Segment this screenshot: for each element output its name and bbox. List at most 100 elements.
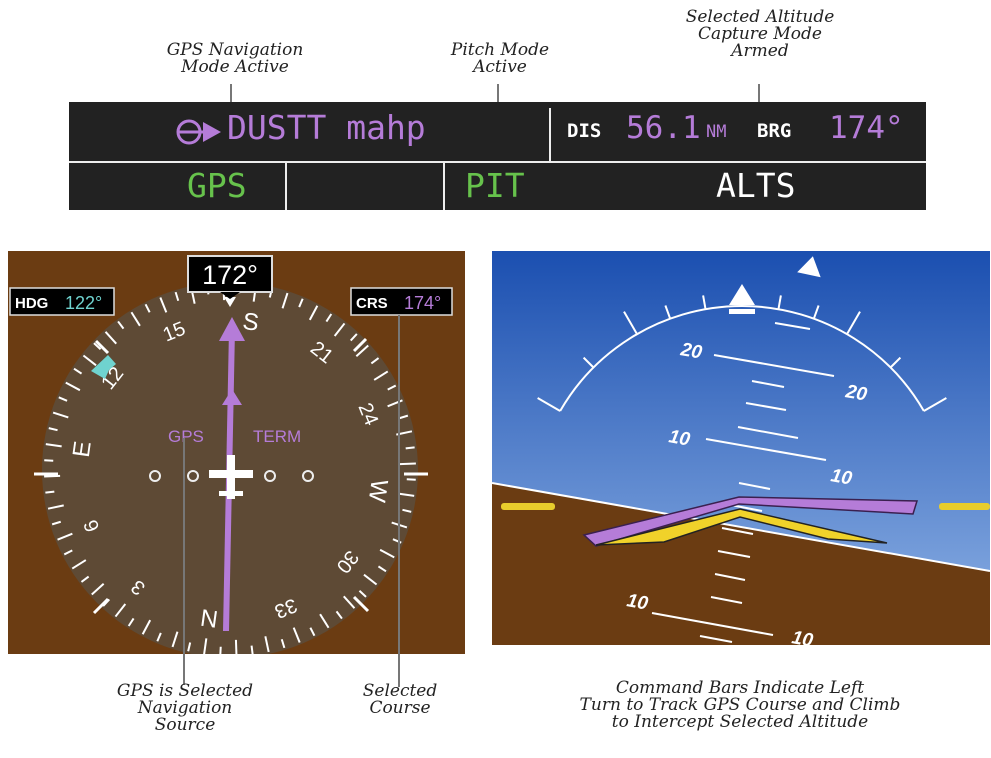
compass-tick xyxy=(45,443,62,448)
status-bar-divider xyxy=(69,161,926,163)
cdi-dot xyxy=(187,470,199,482)
dis-label: DIS xyxy=(567,120,602,142)
compass-tick xyxy=(281,292,289,309)
hdg-label: HDG xyxy=(15,295,48,312)
compass-label: N xyxy=(199,603,220,632)
aircraft-symbol-icon xyxy=(595,508,888,546)
compass-label: E xyxy=(68,439,97,459)
command-bars xyxy=(582,496,919,547)
compass-label: W xyxy=(363,478,393,505)
compass-tick xyxy=(377,565,387,573)
active-waypoint: DUSTT mahp xyxy=(227,108,426,147)
lateral-mode-annunciation: GPS xyxy=(187,166,247,205)
compass-tick xyxy=(174,291,180,302)
compass-tick xyxy=(130,311,141,327)
roll-tick xyxy=(923,397,947,412)
pitch-label: 20 xyxy=(678,339,704,364)
pitch-ladder-line xyxy=(714,573,746,581)
compass-tick xyxy=(335,610,343,620)
callout-gps-nav-mode: GPS Navigation Mode Active xyxy=(166,40,304,77)
pitch-ladder-line xyxy=(710,596,743,604)
status-bar-divider xyxy=(285,163,287,210)
compass-tick xyxy=(373,370,389,381)
compass-tick xyxy=(298,298,304,308)
compass-tick xyxy=(47,504,64,510)
lubber-line-lr xyxy=(352,595,370,613)
compass-tick xyxy=(370,357,380,365)
compass-tick xyxy=(58,396,68,402)
roll-tick xyxy=(846,311,861,335)
aircraft-symbol-icon xyxy=(209,455,253,499)
compass-tick xyxy=(333,322,346,337)
compass-tick xyxy=(319,613,330,629)
callout-pitch-mode: Pitch Mode Active xyxy=(450,40,550,77)
compass-tick xyxy=(52,411,69,419)
compass-tick xyxy=(114,603,127,618)
compass-tick xyxy=(398,492,415,497)
compass-tick xyxy=(203,638,208,654)
pitch-label: 10 xyxy=(667,426,692,450)
compass-tick xyxy=(156,632,162,642)
compass-tick xyxy=(399,462,416,466)
roll-tick xyxy=(582,356,595,369)
compass-tick xyxy=(402,508,412,513)
hdg-box xyxy=(9,287,115,316)
sky-pointer-base xyxy=(729,309,755,314)
compass-tick xyxy=(358,589,367,598)
pitch-ladder-line xyxy=(737,426,799,439)
status-bar-divider xyxy=(443,163,445,210)
callout-selected-altitude: Selected Altitude Capture Mode Armed xyxy=(685,7,835,61)
compass-tick xyxy=(71,559,87,570)
roll-tick xyxy=(702,295,707,310)
compass-tick xyxy=(363,573,378,586)
compass-tick xyxy=(280,638,286,649)
compass-tick xyxy=(405,446,415,450)
compass-tick xyxy=(387,384,397,391)
compass-tick xyxy=(82,354,97,367)
dis-value: 56.1 xyxy=(626,110,701,146)
compass-tick xyxy=(45,490,55,494)
sky-pointer-icon xyxy=(729,284,755,305)
compass-tick xyxy=(187,642,192,652)
compass-tick xyxy=(65,381,81,392)
heading-readout: 172° xyxy=(202,260,258,290)
lubber-line-ll xyxy=(92,597,110,615)
compass-tick xyxy=(292,627,301,643)
compass-tick xyxy=(51,520,62,526)
pitch-ladder-line xyxy=(751,380,785,388)
direct-to-icon xyxy=(176,119,221,145)
compass-label: S xyxy=(241,308,261,337)
armed-vertical-mode-annunciation: ALTS xyxy=(716,166,796,205)
dis-unit: NM xyxy=(706,122,727,142)
callout-gps-source: GPS is Selected Navigation Source xyxy=(116,681,254,735)
brg-label: BRG xyxy=(757,120,792,142)
roll-tick xyxy=(889,356,902,369)
callout-command-bars: Command Bars Indicate Left Turn to Track… xyxy=(579,678,901,732)
vertical-mode-annunciation: PIT xyxy=(465,166,525,205)
compass-ticks xyxy=(44,284,416,654)
pitch-ladder-line xyxy=(730,504,763,512)
compass-tick xyxy=(104,331,117,345)
compass-tick xyxy=(159,297,168,313)
compass-tick xyxy=(144,303,151,313)
pitch-ladder-line xyxy=(717,550,751,558)
roll-tick xyxy=(537,397,561,412)
compass-tick xyxy=(141,619,152,635)
leader-line-selected-course xyxy=(398,315,400,687)
compass-tick xyxy=(398,414,409,420)
compass-tick xyxy=(264,636,270,653)
pitch-label: 10 xyxy=(829,465,854,489)
roll-tick xyxy=(777,295,782,310)
heading-readout-pointer xyxy=(220,292,240,299)
cdi-dot xyxy=(302,470,314,482)
lubber-triangle xyxy=(224,297,236,307)
attitude-indicator-panel: 20 20 10 10 10 10 xyxy=(492,251,990,645)
compass-tick xyxy=(63,549,73,556)
compass-tick xyxy=(379,548,395,559)
heading-bug-icon xyxy=(91,355,116,379)
compass-tick xyxy=(349,333,358,342)
compass-tick xyxy=(308,305,319,321)
pitch-ladder-line xyxy=(651,612,774,636)
hdg-value: 122° xyxy=(65,293,102,313)
leader-line-gps-source xyxy=(183,438,185,685)
